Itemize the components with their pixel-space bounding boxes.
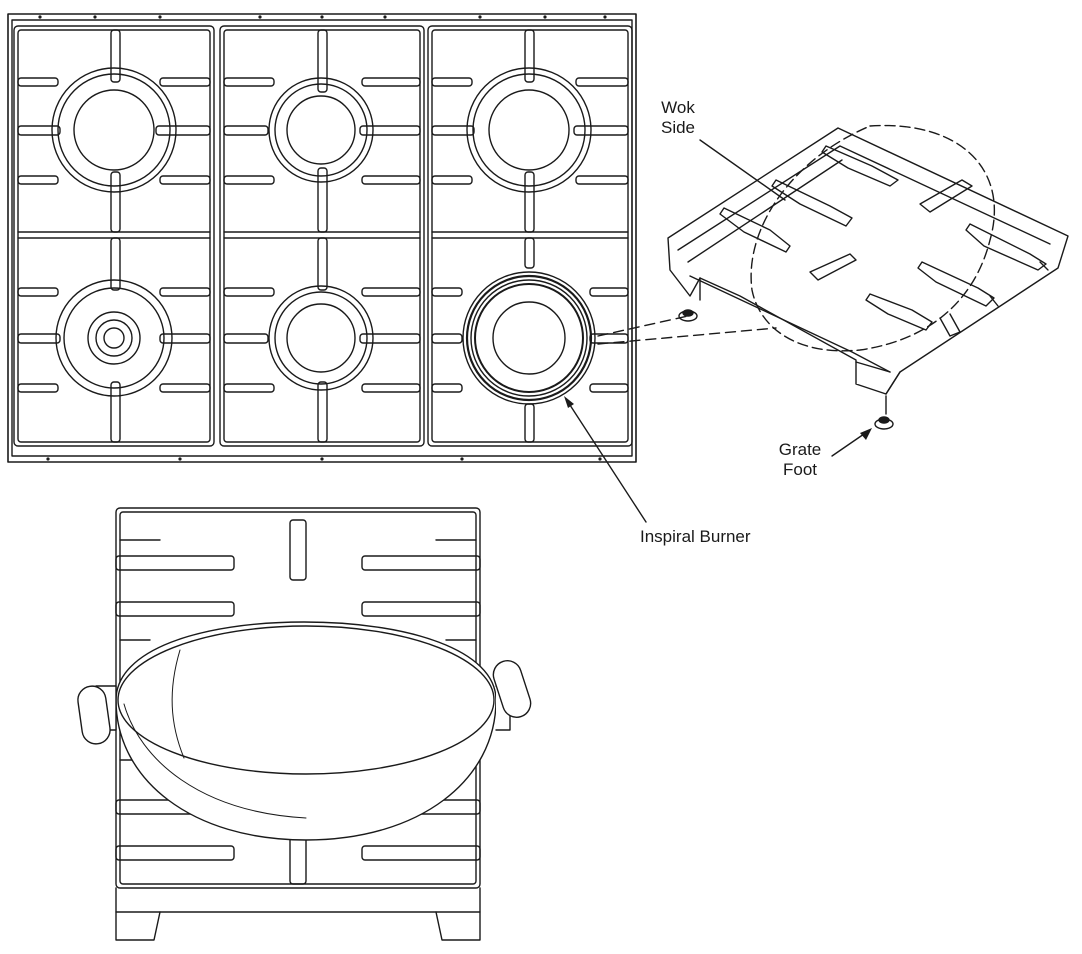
projection-line-bottom [598, 328, 776, 344]
grate-foot-left [679, 310, 697, 321]
wok-side-leader [700, 140, 785, 200]
grate-fingers [18, 30, 628, 442]
wok-on-grate-view [76, 508, 534, 940]
leader-lines [564, 140, 872, 522]
grate-frame [668, 128, 1068, 394]
burner-rear-left [52, 68, 176, 192]
grate-right [428, 26, 632, 446]
wok-handle-left [76, 684, 116, 745]
burner-rear-right [467, 68, 591, 192]
burner-front-center [269, 286, 373, 390]
grate-foot-leader [832, 434, 864, 456]
wok-side-label-line1: Wok [661, 98, 695, 117]
burner-rear-center [269, 78, 373, 182]
wok-side-label-line2: Side [660, 118, 696, 137]
cooktop-top-view [8, 14, 636, 462]
cooktop-frame [8, 14, 636, 462]
wok-side-label: Wok Side [652, 98, 704, 138]
inspiral-burner-leader [568, 402, 646, 522]
grate-foot-label-line1: Grate [778, 440, 822, 459]
grate-foot-label-line2: Foot [782, 460, 818, 479]
inspiral-burner [463, 272, 595, 404]
wok-ring-outline [751, 126, 994, 351]
wok-rim [118, 626, 494, 774]
grate-perspective-view [598, 126, 1068, 429]
wok-handle-right [490, 657, 535, 730]
projection-line-top [598, 316, 688, 336]
grate-center [220, 26, 424, 446]
burner-front-left [56, 280, 172, 396]
grate-left [14, 26, 214, 446]
frame-screws [38, 15, 607, 461]
grate-foot-label: Grate Foot [764, 440, 836, 480]
inspiral-burner-label: Inspiral Burner [640, 527, 751, 546]
grate-foot-right [875, 417, 893, 429]
